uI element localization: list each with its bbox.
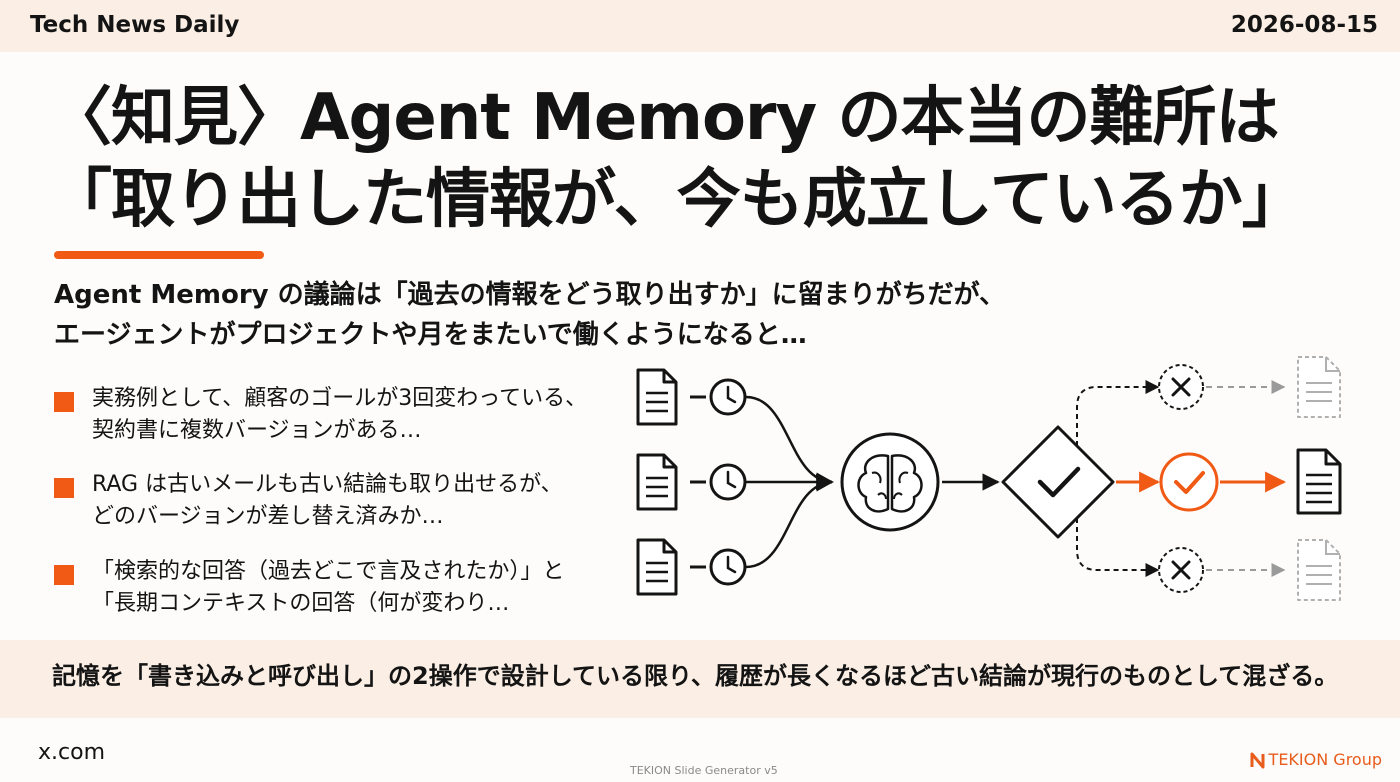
bullet-marker — [54, 478, 74, 498]
converging-arrows — [745, 395, 834, 569]
bullet-text-line-1: 実務例として、顧客のゴールが3回変わっている、 — [92, 386, 588, 411]
clock-icon — [709, 463, 747, 501]
checkmark-diamond-icon — [1001, 425, 1115, 539]
source-link[interactable]: x.com — [38, 740, 105, 765]
intro-line-2: エージェントがプロジェクトや月をまたいで働くようになると… — [54, 320, 807, 350]
logo-text: TEKION Group — [1268, 750, 1382, 769]
stale-document-icon — [1297, 356, 1341, 418]
accepted-check-icon — [1159, 452, 1219, 512]
input-row — [636, 368, 747, 426]
tekion-logo-icon — [1250, 752, 1265, 768]
rejected-branch-bottom — [1076, 518, 1160, 577]
headline-line-2: 「取り出した情報が、今も成立しているか」 — [48, 163, 1306, 237]
rejected-branch-top — [1076, 380, 1160, 446]
current-document-icon — [1296, 448, 1342, 515]
conclusion-text: 記憶を「書き込みと呼び出し」の2操作で設計している限り、履歴が長くなるほど古い結… — [52, 662, 1339, 690]
bullet-text-line-1: 「検索的な回答（過去どこで言及されたか）」と — [92, 559, 565, 584]
stale-document-icon — [1297, 539, 1341, 601]
publish-date: 2026-08-15 — [1230, 12, 1378, 38]
bullet-text-line-2: 契約書に複数バージョンがある… — [92, 418, 422, 443]
rejected-x-icon — [1158, 364, 1204, 410]
company-logo: TEKION Group — [1249, 750, 1382, 769]
brain-icon — [840, 432, 940, 532]
headline-line-1: 〈知見〉Agent Memory の本当の難所は — [48, 81, 1279, 155]
input-row — [636, 538, 747, 596]
brand-name: Tech News Daily — [30, 12, 240, 38]
document-icon — [636, 453, 678, 511]
bullet-marker — [54, 392, 74, 412]
bullet-text-line-1: RAG は古いメールも古い結論も取り出せるが、 — [92, 472, 563, 497]
intro-line-1: Agent Memory の議論は「過去の情報をどう取り出すか」に留まりがちだが… — [54, 280, 1006, 310]
header-bar: Tech News Daily 2026-08-15 — [0, 0, 1400, 52]
bullet-text-line-2: どのバージョンが差し替え済みか… — [92, 504, 444, 529]
headline-accent-bar — [54, 251, 264, 259]
clock-icon — [709, 378, 747, 416]
input-row — [636, 453, 747, 511]
bullet-marker — [54, 565, 74, 585]
clock-icon — [709, 548, 747, 586]
conclusion-band — [0, 640, 1400, 718]
document-icon — [636, 538, 678, 596]
bullet-text-line-2: 「長期コンテキストの回答（何が変わり… — [92, 591, 510, 616]
rejected-x-icon — [1158, 547, 1204, 593]
document-icon — [636, 368, 678, 426]
memory-flow-diagram — [636, 356, 1342, 601]
generator-credit: TEKION Slide Generator v5 — [630, 764, 778, 777]
